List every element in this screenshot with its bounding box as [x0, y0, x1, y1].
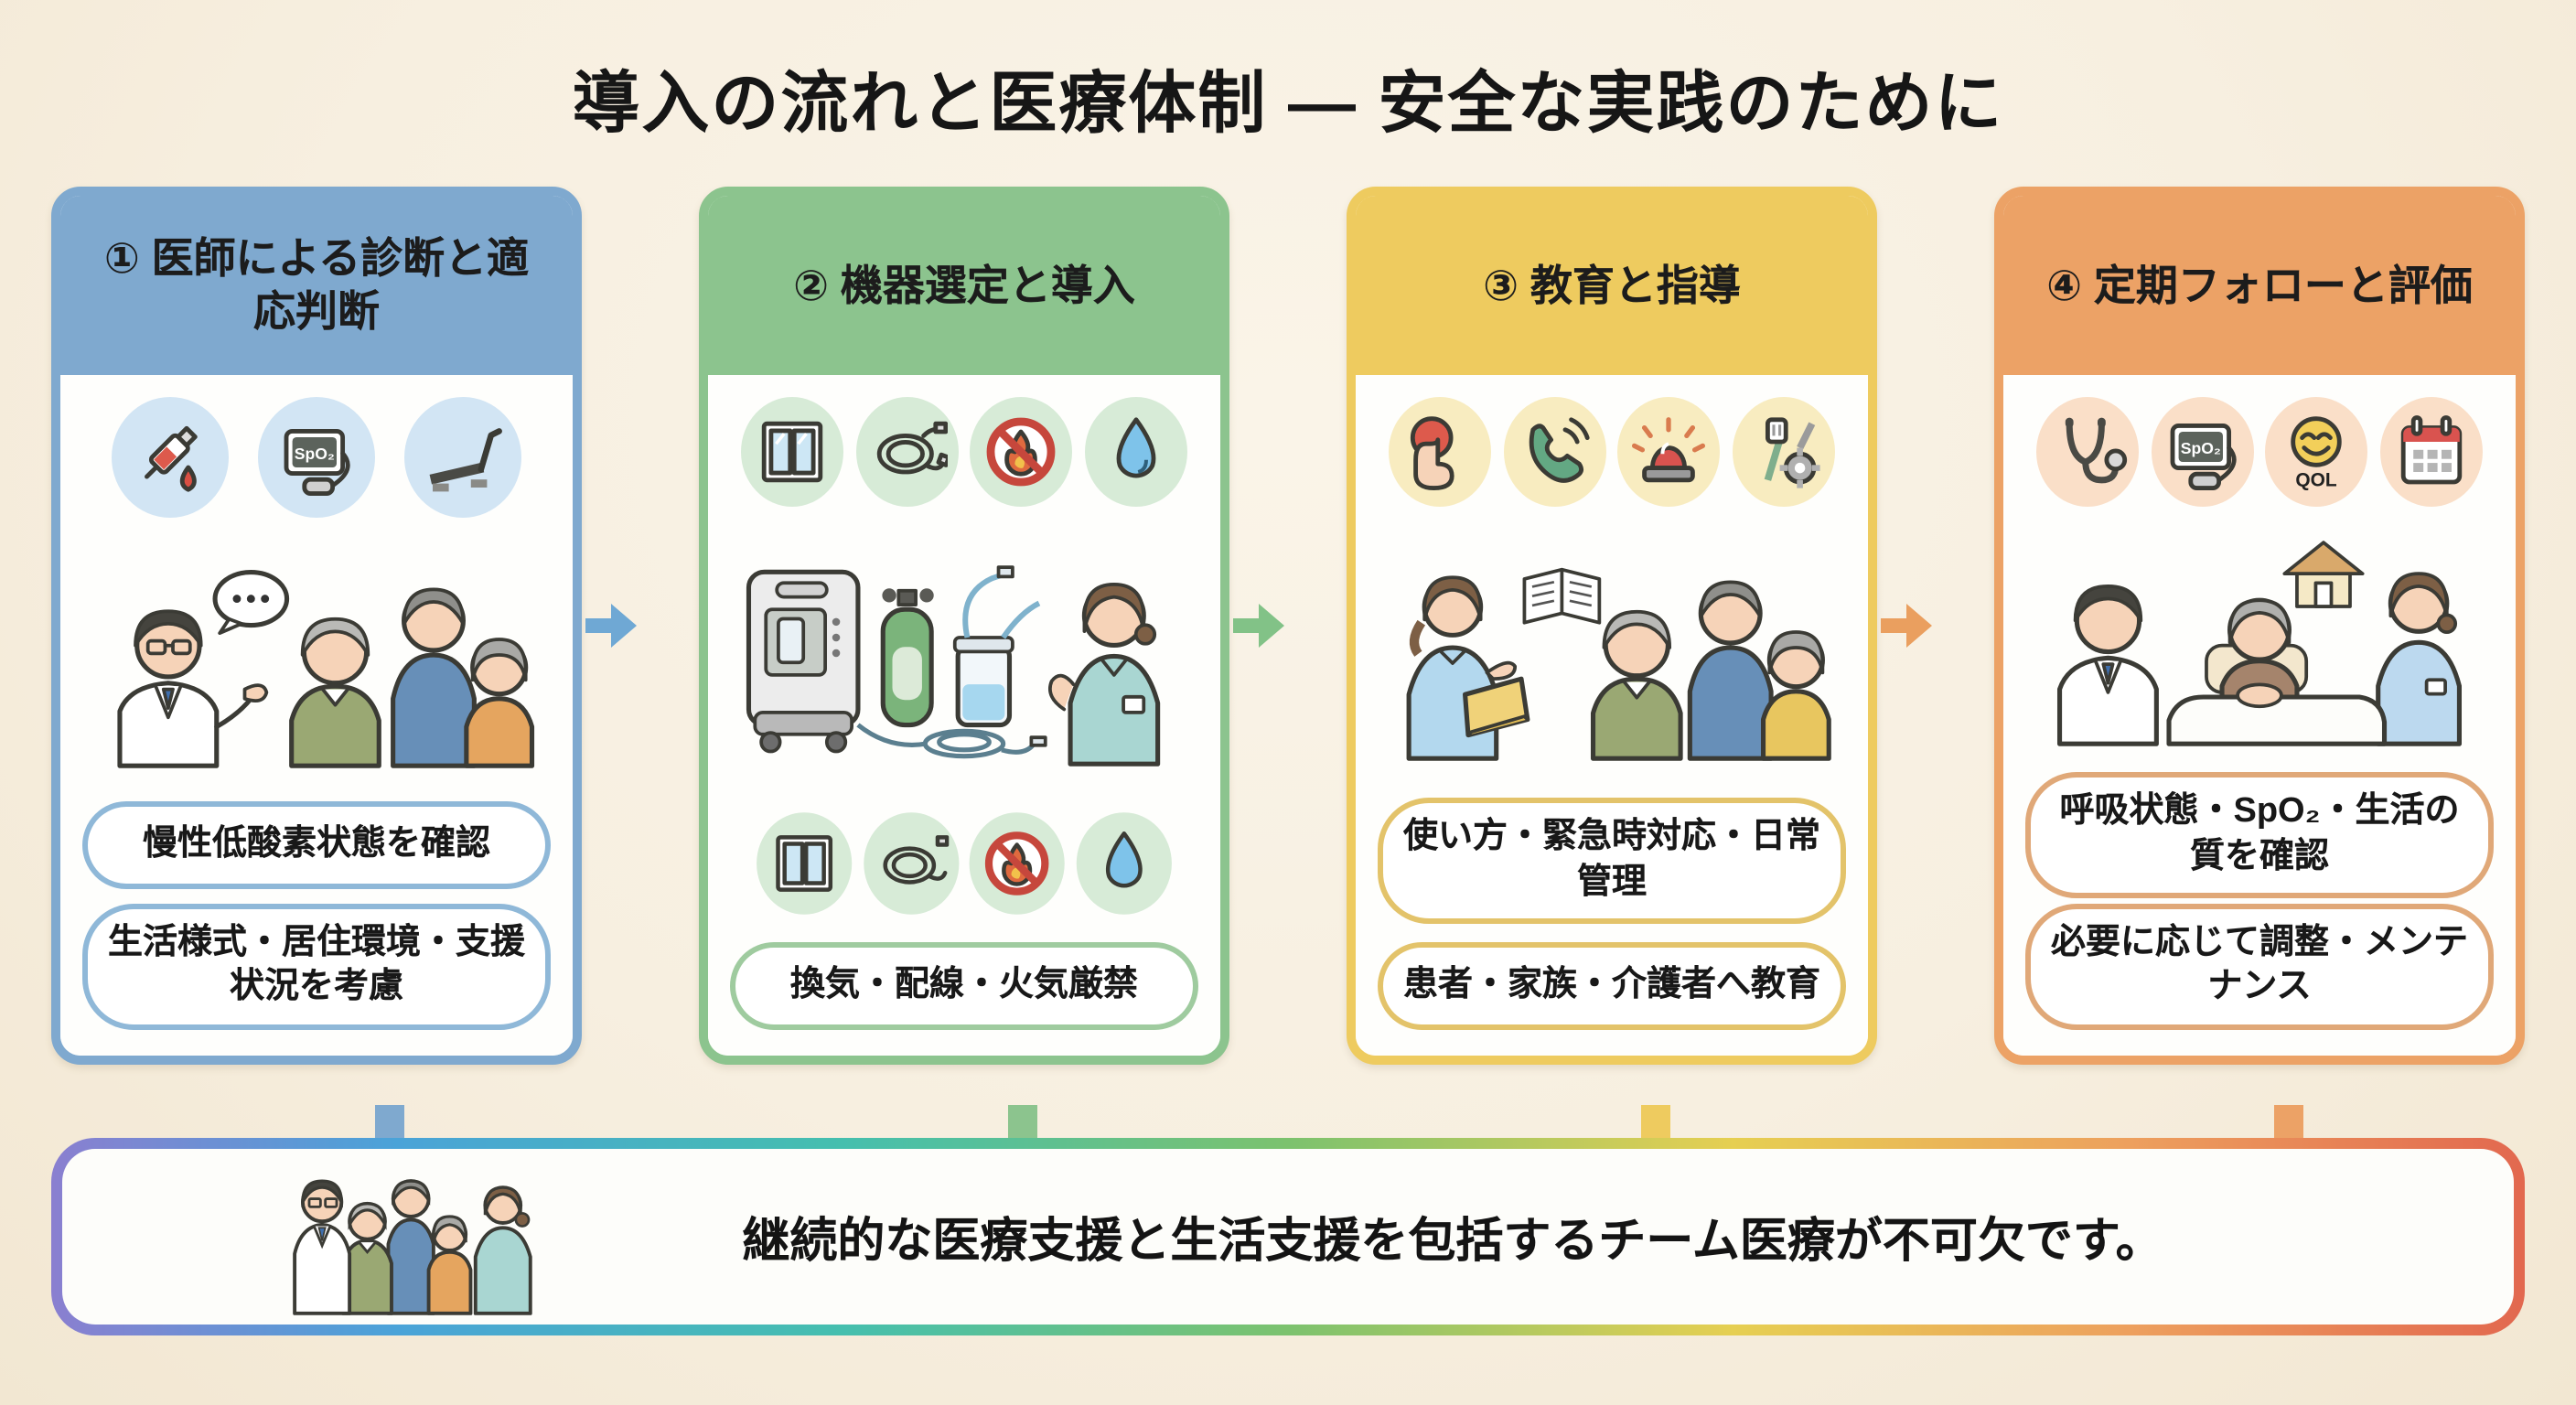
step-header: ① 医師による診断と適応判断	[60, 196, 573, 375]
treadmill-icon	[404, 397, 521, 518]
step-body: SpO₂ QOL	[2003, 375, 2516, 1056]
cannula-tube-icon	[855, 397, 959, 507]
phone-icon	[1503, 397, 1606, 507]
window-icon	[757, 812, 853, 916]
scene-doctor-consultation	[82, 531, 551, 788]
pill-note: 換気・配線・火気厳禁	[730, 941, 1198, 1030]
pill-note: 患者・家族・介護者へ教育	[1378, 941, 1846, 1030]
svg-text:QOL: QOL	[2296, 469, 2337, 490]
emergency-light-icon	[1617, 397, 1721, 507]
arrow-right-icon	[1881, 604, 1932, 648]
step-body: SpO₂	[60, 375, 573, 1056]
step-card-equipment: ② 機器選定と導入	[699, 187, 1229, 1065]
step-number: ③	[1483, 261, 1519, 309]
no-fire-icon	[969, 812, 1066, 916]
step-card-diagnosis: ① 医師による診断と適応判断	[51, 187, 582, 1065]
step-body: 使い方・緊急時対応・日常管理 患者・家族・介護者へ教育	[1356, 375, 1868, 1056]
summary-banner: 継続的な医療支援と生活支援を包括するチーム医療が不可欠です。	[51, 1138, 2525, 1335]
summary-text: 継続的な医療支援と生活支援を包括するチーム医療が不可欠です。	[742, 1212, 2163, 1267]
page-title: 導入の流れと医療体制 ― 安全な実践のために	[572, 66, 2004, 141]
spo2-monitor-icon: SpO₂	[2151, 397, 2254, 507]
svg-text:SpO₂: SpO₂	[2180, 439, 2220, 457]
step-number: ②	[793, 261, 830, 309]
scene-oxygen-equipment	[730, 530, 1198, 786]
icon-row: SpO₂ QOL	[2025, 397, 2494, 507]
qol-smiley-icon: QOL	[2265, 397, 2368, 507]
window-icon	[741, 397, 844, 507]
step-header: ④ 定期フォローと評価	[2003, 196, 2516, 375]
step-heading: 機器選定と導入	[840, 261, 1135, 309]
pill-note: 呼吸状態・SpO₂・生活の質を確認	[2025, 771, 2494, 899]
maintenance-icon	[1732, 397, 1835, 507]
calendar-icon	[2379, 397, 2483, 507]
cannula-tube-icon	[863, 812, 960, 916]
icon-row	[746, 812, 1182, 916]
spo2-monitor-icon: SpO₂	[258, 397, 375, 518]
step-body: 換気・配線・火気厳禁	[708, 375, 1220, 1056]
icon-row	[730, 397, 1198, 507]
call-button-icon	[1389, 397, 1492, 507]
svg-text:SpO₂: SpO₂	[295, 445, 335, 463]
water-drop-icon	[1084, 397, 1187, 507]
pill-note: 使い方・緊急時対応・日常管理	[1378, 798, 1846, 925]
step-card-education: ③ 教育と指導	[1347, 187, 1877, 1065]
no-fire-icon	[970, 397, 1073, 507]
step-heading: 定期フォローと評価	[2093, 261, 2473, 309]
step-card-followup: ④ 定期フォローと評価	[1994, 187, 2525, 1065]
icon-row: SpO₂	[82, 397, 551, 518]
pill-note: 生活様式・居住環境・支援状況を考慮	[82, 903, 551, 1030]
scene-patient-education	[1378, 524, 1846, 780]
stethoscope-icon	[2036, 397, 2140, 507]
arrow-right-icon	[1233, 604, 1284, 648]
flow-board: ① 医師による診断と適応判断	[51, 187, 2525, 1335]
summary-banner-inner: 継続的な医療支援と生活支援を包括するチーム医療が不可欠です。	[62, 1149, 2514, 1325]
step-header: ② 機器選定と導入	[708, 196, 1220, 375]
syringe-icon	[112, 397, 229, 518]
step-heading: 教育と指導	[1530, 261, 1741, 309]
water-drop-icon	[1075, 812, 1172, 916]
care-team-illustration	[293, 1179, 532, 1315]
step-heading: 医師による診断と適応判断	[151, 234, 530, 336]
step-header: ③ 教育と指導	[1356, 196, 1868, 375]
step-cards: ① 医師による診断と適応判断	[51, 187, 2525, 1065]
icon-row	[1378, 397, 1846, 507]
arrow-right-icon	[585, 604, 637, 648]
step-number: ④	[2046, 261, 2083, 309]
step-number: ①	[103, 234, 140, 283]
scene-home-followup	[2025, 511, 2494, 767]
pill-note: 必要に応じて調整・メンテナンス	[2025, 903, 2494, 1030]
pill-note: 慢性低酸素状態を確認	[82, 801, 551, 890]
